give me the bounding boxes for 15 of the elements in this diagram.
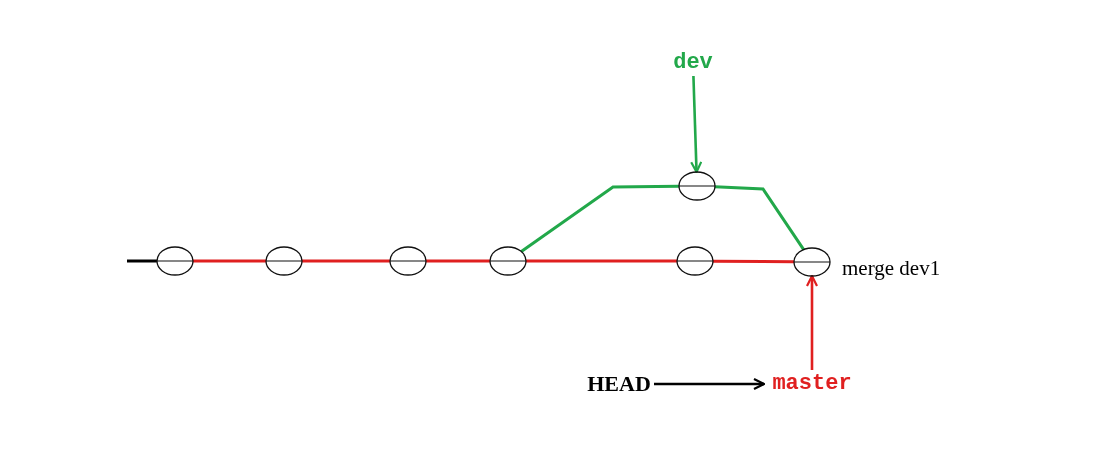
commit-caption: merge dev1 (842, 258, 941, 279)
branch-line (713, 259, 794, 264)
branch-line (127, 259, 157, 263)
branch-line (520, 184, 680, 253)
branch-line (302, 259, 390, 263)
branch-line (714, 185, 805, 251)
branch-line (426, 259, 490, 263)
branch-line (193, 259, 266, 263)
branch-label: dev (673, 52, 713, 74)
branch-label: master (772, 373, 852, 395)
branch-line (526, 259, 677, 263)
head-label: HEAD (587, 373, 651, 395)
arrow (654, 377, 766, 391)
arrow (805, 274, 819, 370)
arrow (690, 75, 703, 174)
